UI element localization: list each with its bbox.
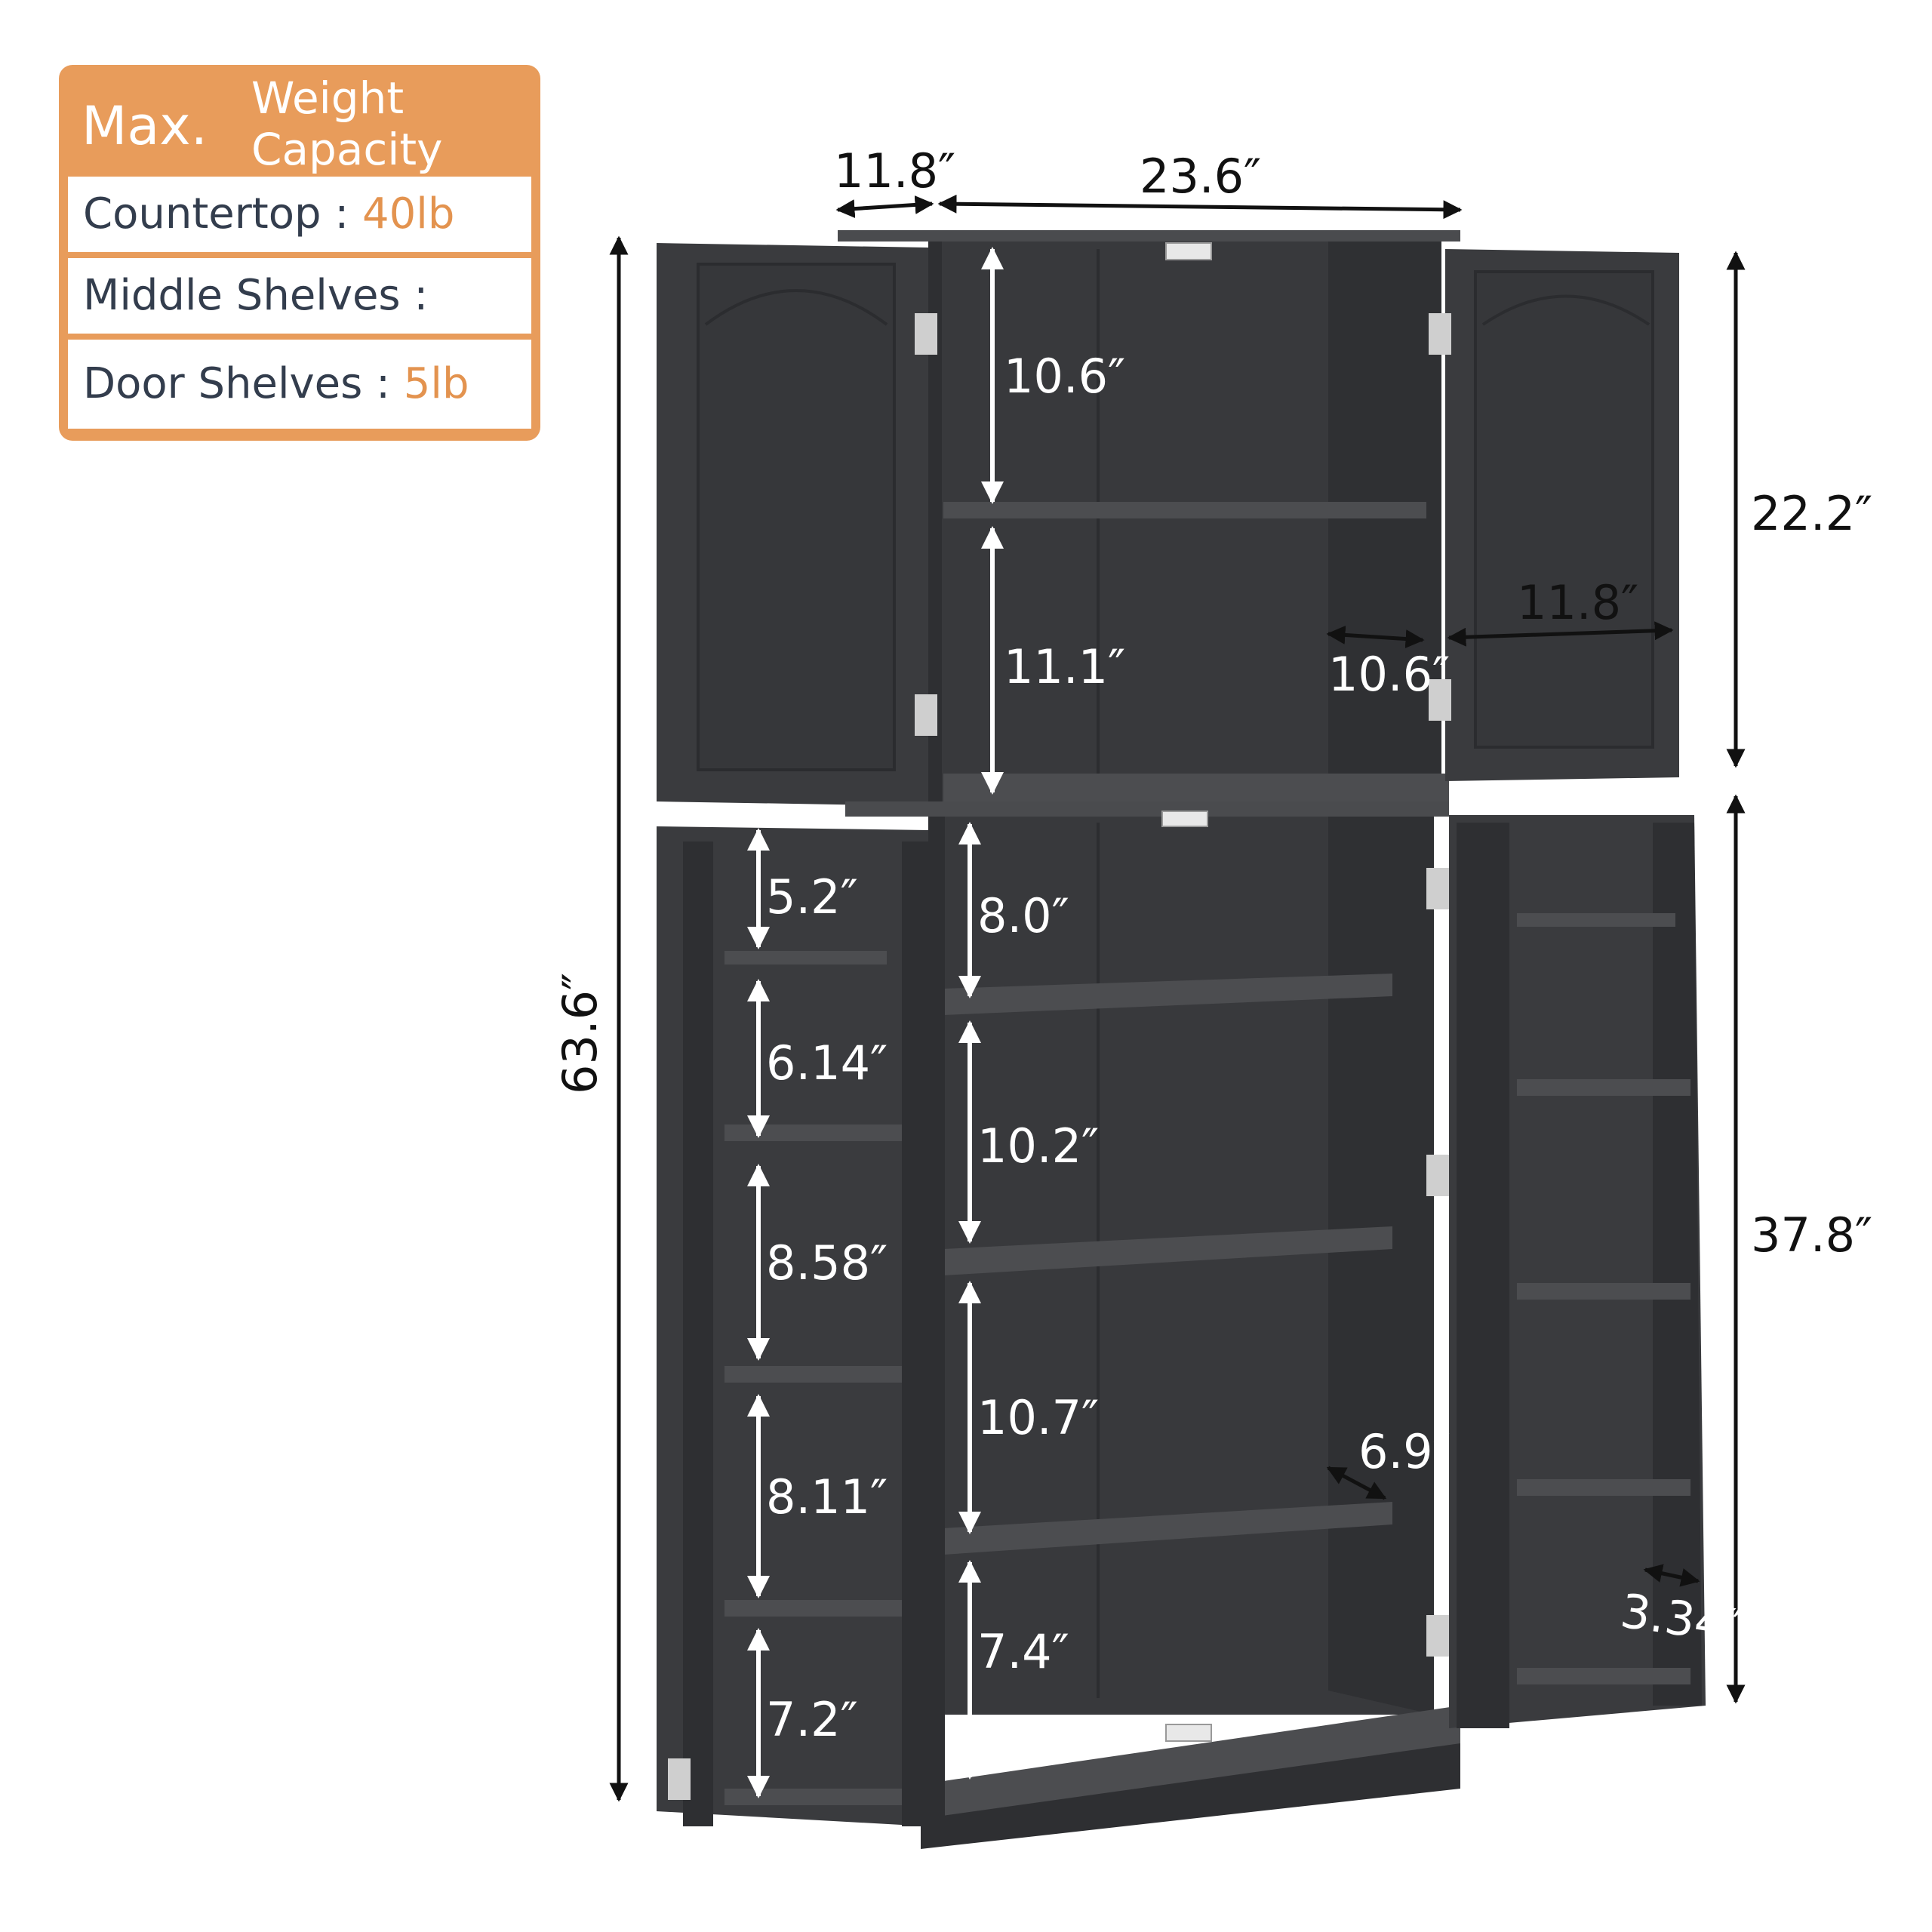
lower-shelf — [943, 1502, 1392, 1555]
outer-dimension-lines — [609, 194, 1746, 1802]
top-depth-label: 11.8″ — [834, 143, 955, 198]
door-shelf-5-label: 7.2″ — [766, 1692, 858, 1747]
upper-shelf — [943, 774, 1449, 802]
total-height-label: 63.6″ — [552, 973, 608, 1094]
door-shelf-1-label: 5.2″ — [766, 869, 858, 924]
countertop-value: 40lb — [362, 189, 455, 238]
countertop-label: Countertop : — [83, 189, 363, 238]
capacity-label: Capacity — [251, 124, 443, 175]
upper-shelf-2-label: 11.1″ — [1004, 639, 1125, 694]
lower-shelf-1-label: 8.0″ — [977, 888, 1069, 943]
lower-shelf-depth-label: 6.9″ — [1358, 1424, 1451, 1479]
lower-shelf-3-label: 10.7″ — [977, 1390, 1099, 1445]
door-shelves-label: Door Shelves : — [83, 359, 404, 408]
lower-shelf — [943, 1706, 1460, 1819]
upper-shelf-depth-label: 10.6″ — [1328, 647, 1450, 702]
inner-dimension-lines — [747, 247, 1004, 1798]
middle-shelves-label: Middle Shelves : — [83, 271, 429, 320]
lower-shelf — [943, 1226, 1392, 1275]
top-width-label: 23.6″ — [1140, 149, 1261, 204]
door-shelf-2-label: 6.14″ — [766, 1035, 888, 1091]
upper-height-label: 22.2″ — [1751, 486, 1872, 541]
door-shelves-value: 5lb — [403, 359, 469, 408]
weight-capacity-max-label: Max. — [82, 95, 208, 157]
countertop-capacity-row: Countertop : 40lb — [68, 177, 531, 252]
weight-label: Weight — [251, 72, 405, 124]
door-shelf-3-label: 8.58″ — [766, 1235, 888, 1291]
weight-capacity-title: Weight Capacity — [251, 72, 442, 175]
lower-shelf-2-label: 10.2″ — [977, 1118, 1099, 1174]
lower-shelf-4-label: 7.4″ — [977, 1624, 1069, 1679]
upper-shelf — [943, 502, 1426, 518]
door-shelf-4-label: 8.11″ — [766, 1469, 888, 1524]
upper-cabinet — [657, 230, 1679, 806]
door-width-label: 11.8″ — [1517, 575, 1638, 630]
lower-shelf — [943, 974, 1392, 1015]
door-shelves-capacity-row: Door Shelves : 5lb — [68, 340, 531, 429]
lower-height-label: 37.8″ — [1751, 1208, 1872, 1263]
upper-shelf-1-label: 10.6″ — [1004, 349, 1125, 404]
lower-cabinet — [657, 801, 1706, 1849]
weight-capacity-box: Max. Weight Capacity Countertop : 40lb M… — [59, 65, 540, 441]
